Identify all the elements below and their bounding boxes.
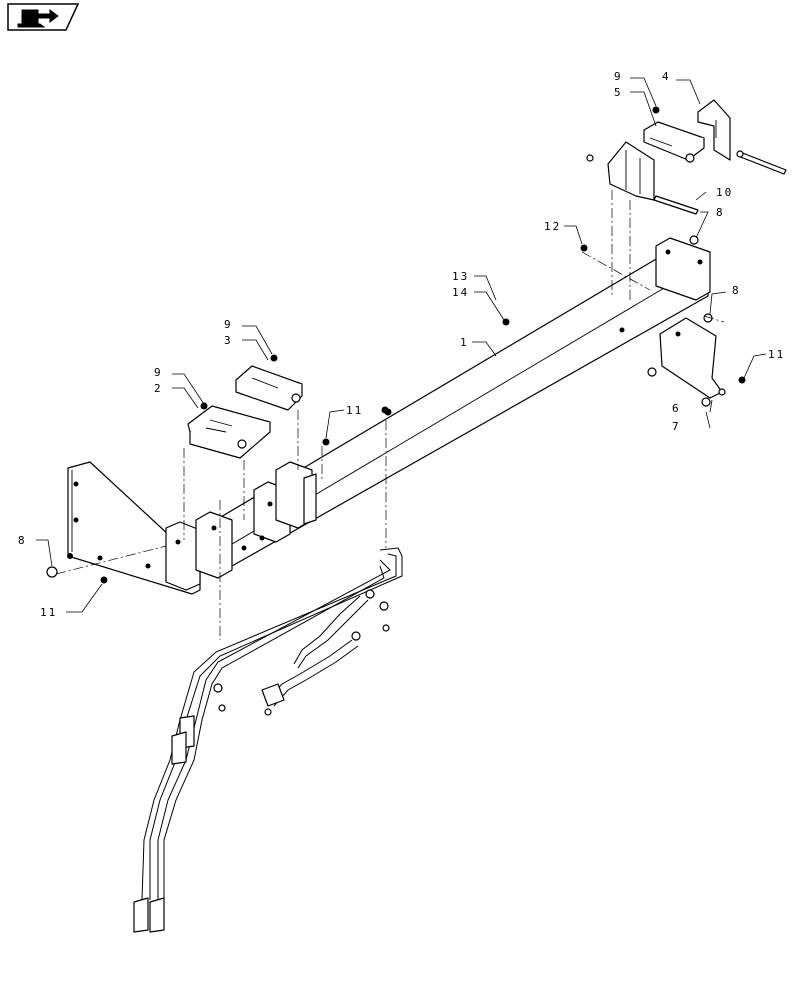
pin-bolt <box>736 150 787 175</box>
callout-8-upper-right: 8 <box>716 206 725 219</box>
tube-brackets-left <box>165 461 317 591</box>
callout-leaders <box>36 77 767 613</box>
callout-12: 12 <box>544 220 561 233</box>
callout-4: 4 <box>662 70 671 83</box>
callout-11-left: 11 <box>40 606 57 619</box>
callout-11-center: 11 <box>346 404 363 417</box>
mount-clevis <box>607 141 655 201</box>
bracket-item-3 <box>235 365 303 411</box>
callout-5: 5 <box>614 86 623 99</box>
book-arrow-icon <box>17 9 59 28</box>
callout-3: 3 <box>224 334 233 347</box>
callout-10: 10 <box>716 186 733 199</box>
callout-9-item5: 9 <box>614 70 623 83</box>
callout-9-item3: 9 <box>224 318 233 331</box>
callout-7: 7 <box>672 420 681 433</box>
plate-item-6 <box>659 317 726 399</box>
callout-9-item2: 9 <box>154 366 163 379</box>
bolt-item-10 <box>653 195 699 215</box>
callout-8-right: 8 <box>732 284 741 297</box>
assembly-centerlines <box>55 190 725 640</box>
callout-8-left: 8 <box>18 534 27 547</box>
nav-button[interactable] <box>7 3 80 31</box>
callout-6: 6 <box>672 402 681 415</box>
callout-2: 2 <box>154 382 163 395</box>
callout-11-right: 11 <box>768 348 785 361</box>
callout-14: 14 <box>452 286 469 299</box>
callout-1: 1 <box>460 336 469 349</box>
callout-labels: 1 2 3 4 5 6 7 8 8 8 9 9 9 10 11 11 11 12… <box>18 70 785 619</box>
bracket-item-5 <box>643 121 705 163</box>
bracket-item-2 <box>187 405 271 459</box>
callout-13: 13 <box>452 270 469 283</box>
hydraulic-hoses <box>133 547 403 933</box>
fasteners <box>46 106 746 584</box>
bracket-item-4 <box>697 99 731 161</box>
right-end-bracket <box>655 237 711 301</box>
